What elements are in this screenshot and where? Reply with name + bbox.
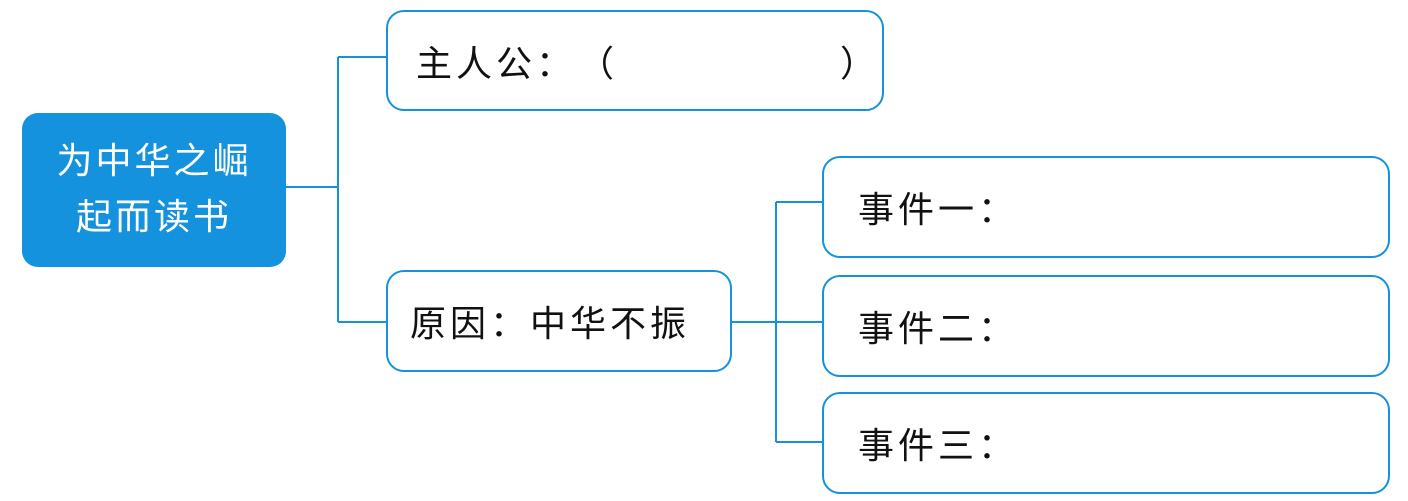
root-node: 为中华之崛 起而读书 [22, 113, 286, 267]
root-title-line-1: 为中华之崛 [56, 141, 252, 182]
event-3-label: 事件三： [858, 426, 1019, 467]
reason-label: 原因：中华不振 [410, 304, 691, 345]
event-2-label: 事件二： [858, 309, 1019, 350]
event-1-label: 事件一： [858, 190, 1019, 231]
event-node-1: 事件一： [822, 156, 1390, 258]
root-title-line-2: 起而读书 [75, 197, 232, 238]
protagonist-label: 主人公： [416, 43, 577, 85]
protagonist-close-paren: ） [840, 43, 881, 85]
reason-node: 原因：中华不振 [386, 270, 732, 372]
event-node-2: 事件二： [822, 275, 1390, 377]
event-node-3: 事件三： [822, 392, 1390, 494]
protagonist-node: 主人公： （ ） [386, 10, 884, 111]
protagonist-open-paren: （ [578, 43, 619, 85]
